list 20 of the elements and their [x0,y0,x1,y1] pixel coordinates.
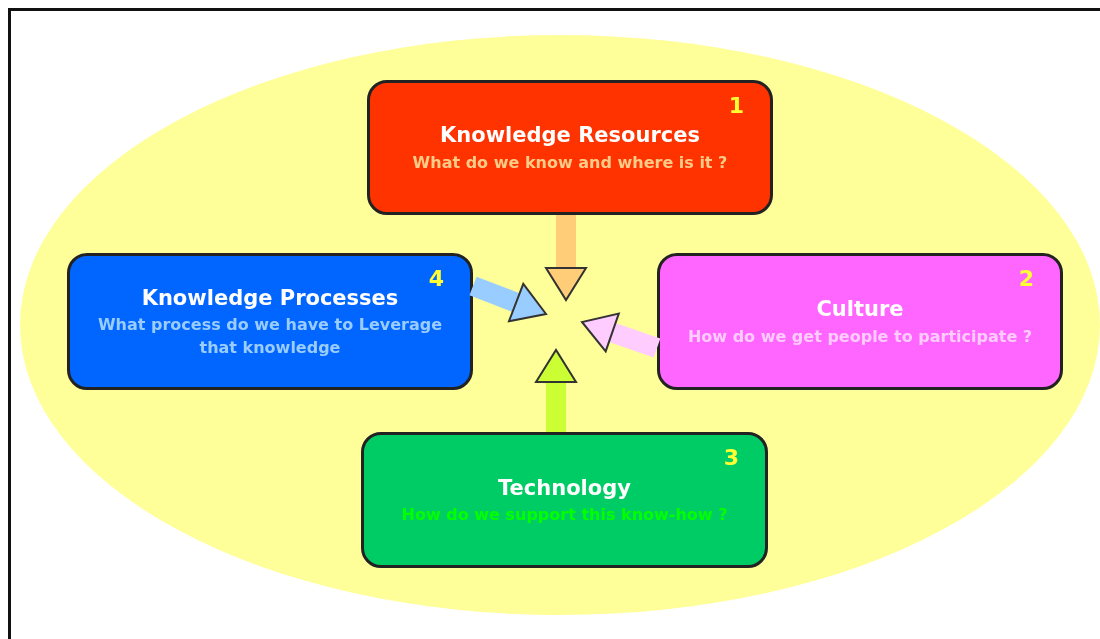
box-question: What do we know and where is it ? [412,151,728,174]
block-arrow [578,312,661,358]
block-arrow [535,349,577,432]
step-number: 2 [1018,266,1034,291]
block-arrow [545,215,587,301]
box-title: Knowledge Processes [141,284,399,312]
category-box [657,253,1063,390]
category-box [67,253,473,390]
step-number: 3 [723,445,739,470]
box-question: How do we support this know-how ? [401,504,728,527]
box-title: Technology [498,474,631,502]
box-title: Culture [816,296,904,324]
category-box [367,80,773,215]
box-question: How do we get people to participate ? [687,325,1033,348]
step-number: 4 [428,266,444,291]
step-number: 1 [728,93,744,118]
block-arrow [469,276,550,324]
box-title: Knowledge Resources [440,122,700,150]
box-question: What process do we have to Leverage that knowledge [96,314,444,360]
category-box [361,432,768,568]
